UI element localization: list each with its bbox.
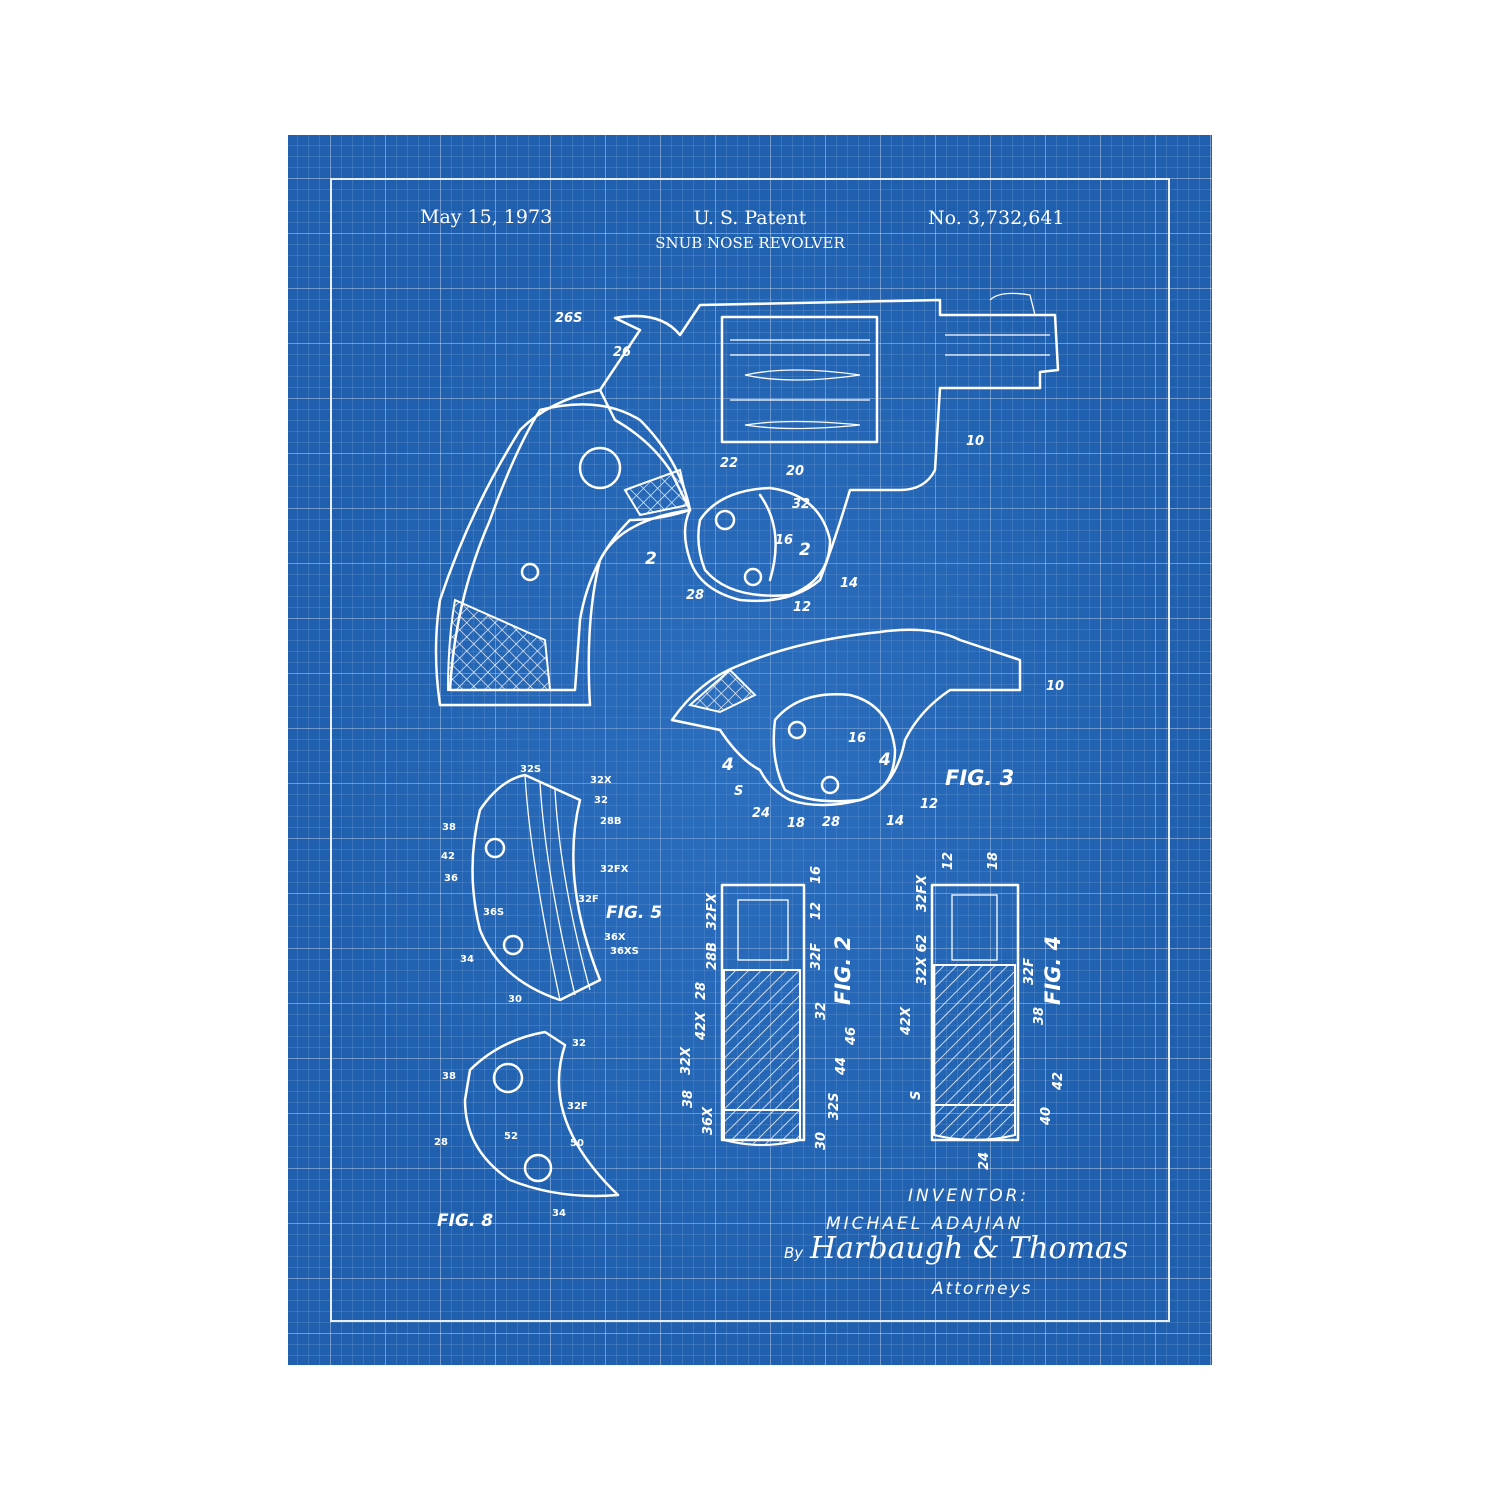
reference-label: 12: [920, 797, 938, 812]
reference-label: 36X: [604, 932, 626, 943]
reference-label: 2: [799, 540, 811, 560]
reference-label: 32F: [809, 943, 824, 970]
reference-label: 32: [572, 1038, 586, 1049]
reference-label: 42: [441, 851, 455, 862]
reference-label: 32X: [590, 775, 612, 786]
reference-label: 28B: [705, 942, 720, 970]
reference-label: 36: [444, 873, 458, 884]
reference-label: 16: [848, 731, 866, 746]
reference-label: 32F: [1022, 958, 1037, 985]
inventor-label: INVENTOR:: [908, 1186, 1029, 1206]
reference-label: 32FX: [705, 892, 720, 930]
reference-label: 30: [508, 994, 522, 1005]
reference-label: 28: [822, 815, 840, 830]
reference-label: 30: [814, 1132, 829, 1150]
fig3-trigger-assembly: FIG. 3 10 16 4 4 S 24 18 28 14 12: [670, 628, 1064, 831]
fig2-caption: FIG. 2: [831, 936, 855, 1005]
fig4-section-view: FIG. 4 32FX 32X 62 42X S 12 18 32F 38 42…: [899, 852, 1066, 1170]
reference-label: 38: [442, 1071, 456, 1082]
by-label: By: [784, 1244, 804, 1262]
reference-label: 38: [442, 822, 456, 833]
reference-label: 32X 62: [915, 934, 930, 985]
fig5-trigger-perspective: FIG. 5 32S 32X 32 28B 38 42 36 32FX 36S …: [441, 764, 662, 1005]
reference-label: 34: [552, 1208, 566, 1219]
reference-label: 18: [986, 852, 1001, 870]
reference-label: 24: [752, 806, 770, 821]
reference-label: 42X: [899, 1006, 914, 1036]
reference-label: 40: [1039, 1107, 1054, 1126]
reference-label: 4: [878, 750, 891, 770]
patent-office: U. S. Patent: [694, 207, 807, 229]
fig1-revolver-drawing: [434, 292, 1060, 707]
reference-label: 2: [645, 549, 657, 569]
reference-label: 32FX: [600, 864, 629, 875]
reference-label: 12: [793, 600, 811, 615]
inventor-name: MICHAEL ADAJIAN: [826, 1214, 1023, 1234]
reference-label: 16: [775, 533, 793, 548]
attorney-signature: Harbaugh & Thomas: [809, 1231, 1128, 1266]
reference-label: 32: [594, 795, 608, 806]
reference-label: 28: [694, 982, 709, 1000]
reference-label: 26S: [555, 311, 582, 326]
reference-label: 38: [681, 1090, 696, 1108]
reference-label: 4: [721, 755, 734, 775]
reference-label: 34: [460, 954, 474, 965]
reference-label: 32S: [827, 1093, 842, 1120]
reference-label: 32S: [520, 764, 541, 775]
reference-label: 44: [834, 1057, 849, 1076]
reference-label: 32F: [567, 1101, 588, 1112]
attorneys-label: Attorneys: [931, 1279, 1033, 1299]
reference-label: 32X: [679, 1046, 694, 1075]
reference-label: 50: [570, 1138, 584, 1149]
reference-label: 46: [844, 1027, 859, 1046]
reference-label: S: [734, 784, 743, 799]
reference-label: 14: [886, 814, 904, 829]
reference-label: 32F: [578, 894, 599, 905]
reference-label: 16: [809, 866, 824, 884]
fig3-caption: FIG. 3: [945, 766, 1014, 790]
patent-title: SNUB NOSE REVOLVER: [655, 234, 845, 252]
reference-label: S: [909, 1091, 924, 1100]
reference-label: 32: [792, 497, 810, 512]
reference-label: 28: [434, 1137, 448, 1148]
fig8-caption: FIG. 8: [437, 1211, 493, 1231]
reference-label: 52: [504, 1131, 518, 1142]
patent-number: No. 3,732,641: [928, 207, 1065, 229]
reference-label: 10: [1046, 679, 1064, 694]
reference-label: 18: [787, 816, 805, 831]
patent-date: May 15, 1973: [420, 206, 552, 228]
reference-label: 24: [977, 1152, 992, 1170]
reference-label: 28: [686, 588, 704, 603]
fig4-caption: FIG. 4: [1041, 936, 1065, 1005]
reference-label: 42: [1051, 1072, 1066, 1091]
reference-label: 38: [1032, 1007, 1047, 1025]
poster-border: [330, 178, 1170, 1322]
reference-label: 14: [840, 576, 858, 591]
reference-label: 20: [786, 464, 804, 479]
reference-label: 22: [720, 456, 738, 471]
reference-label: 42X: [694, 1011, 709, 1041]
fig2-reference-labels: 32FX 28B 28 42X 32X 38 36X 16 12 32F 32 …: [679, 866, 859, 1150]
fig2-section-view: FIG. 2 32FX 28B 28 42X 32X 38 36X 16 12 …: [679, 866, 859, 1150]
reference-label: 36S: [483, 907, 504, 918]
reference-label: 10: [966, 434, 984, 449]
reference-label: 28B: [600, 816, 622, 827]
fig8-trigger-side: FIG. 8 32 38 32F 28 52 50 34: [434, 1030, 620, 1231]
fig1-reference-labels: 26S 26 22 20 32 16 2 2 28 12 14 10: [555, 311, 984, 615]
reference-label: 12: [941, 852, 956, 870]
fig5-caption: FIG. 5: [606, 903, 662, 923]
reference-label: 12: [809, 902, 824, 920]
reference-label: 32FX: [915, 874, 930, 912]
reference-label: 26: [613, 345, 631, 360]
reference-label: 36XS: [610, 946, 639, 957]
signature-block: INVENTOR: MICHAEL ADAJIAN By Harbaugh & …: [784, 1186, 1128, 1299]
reference-label: 36X: [701, 1106, 716, 1135]
reference-label: 32: [814, 1002, 829, 1020]
